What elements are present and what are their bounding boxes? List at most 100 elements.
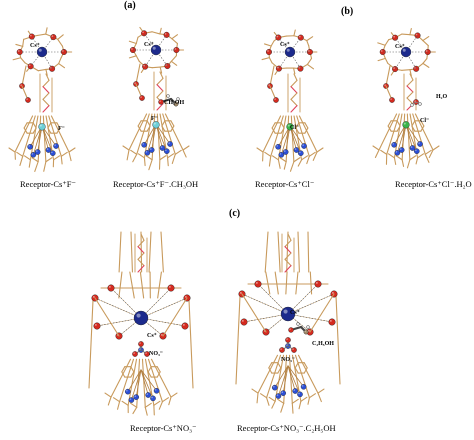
atom-highlight	[108, 285, 111, 288]
bond	[387, 125, 392, 132]
atom-highlight	[308, 50, 310, 52]
bond	[162, 297, 188, 337]
bond	[268, 362, 273, 369]
bond	[422, 40, 429, 47]
bond	[291, 398, 299, 404]
bond	[135, 36, 139, 45]
bond	[151, 66, 161, 69]
bond	[260, 393, 268, 399]
bond	[235, 295, 241, 385]
atom-highlight	[286, 338, 288, 340]
nitrogen-atom	[275, 143, 281, 150]
bond	[277, 362, 282, 369]
caption-s4: Receptor-Cs⁺Cl⁻.H₂O	[395, 179, 472, 189]
oxygen-atom	[297, 65, 304, 72]
atom-highlight	[146, 393, 149, 395]
bond	[409, 69, 412, 77]
atom-highlight	[168, 142, 170, 144]
bond	[57, 38, 63, 47]
bond	[118, 271, 123, 299]
bond	[289, 125, 302, 154]
atom-highlight	[26, 98, 28, 100]
bond	[140, 233, 145, 241]
bond	[406, 97, 414, 105]
bond	[411, 125, 416, 132]
bond	[297, 159, 303, 167]
bond	[28, 159, 31, 168]
atom-highlight	[399, 148, 402, 150]
nitrogen-atom	[297, 391, 303, 398]
bond	[256, 147, 264, 153]
atom-highlight	[153, 122, 156, 125]
nitrogen-atom	[163, 148, 170, 154]
atom-highlight	[287, 124, 290, 127]
bond	[182, 149, 187, 158]
bond	[22, 115, 36, 157]
atom-highlight	[283, 309, 288, 314]
hydrogen-atom	[306, 325, 310, 329]
atom-highlight	[177, 98, 178, 99]
nitrogen-atom	[150, 395, 156, 402]
cesium-atom	[133, 310, 149, 326]
bond	[126, 149, 130, 161]
caption-s6: Receptor-Cs⁺NO₃⁻.C₂H₅OH	[237, 423, 336, 433]
bond	[271, 400, 276, 409]
bond	[68, 151, 72, 162]
bond	[34, 161, 39, 173]
hydrogen-atom	[166, 94, 170, 98]
atom-highlight	[159, 100, 161, 102]
structure-cs-no3-c2h5oh	[235, 231, 341, 414]
bond	[285, 125, 291, 153]
bond	[45, 73, 50, 81]
atom-highlight	[297, 323, 298, 324]
oxygen-atom	[392, 66, 399, 73]
oxygen-atom	[181, 322, 189, 330]
bond	[170, 120, 175, 127]
oxygen-atom	[275, 65, 282, 72]
atom-highlight	[403, 122, 406, 125]
bond	[374, 149, 380, 159]
bond	[295, 127, 300, 134]
bond	[428, 149, 434, 159]
nitrogen-atom	[144, 149, 151, 156]
bond	[386, 113, 400, 155]
bond	[297, 354, 319, 394]
bond	[401, 69, 411, 71]
nitrogen-atom	[133, 394, 139, 400]
interaction-line	[140, 317, 186, 327]
bond	[37, 125, 43, 153]
bond	[372, 145, 380, 151]
bond	[68, 147, 76, 153]
nitrogen-atom	[128, 397, 135, 403]
bond	[37, 68, 47, 72]
bond	[182, 145, 190, 151]
bond	[164, 113, 184, 151]
atom-highlight	[239, 291, 242, 294]
bond	[294, 367, 299, 374]
atom-highlight	[390, 98, 392, 100]
bond	[159, 155, 167, 161]
bond	[129, 271, 135, 299]
atom-highlight	[395, 151, 398, 153]
label-c2h5oh-s6: C₂H₅OH	[312, 341, 334, 347]
interaction-line	[140, 297, 188, 319]
bond	[130, 366, 135, 373]
bond	[264, 151, 272, 157]
bond	[130, 371, 135, 378]
atom-highlight	[184, 295, 187, 298]
bond	[146, 120, 151, 127]
bond	[266, 354, 282, 399]
bond	[384, 39, 390, 46]
bond	[118, 231, 122, 273]
atom-highlight	[142, 31, 144, 34]
bond	[127, 358, 138, 406]
bond	[122, 145, 130, 151]
bond	[128, 55, 137, 59]
bond	[147, 366, 152, 373]
bond	[151, 123, 157, 151]
bond	[286, 231, 289, 273]
label-cl-s4: Cl⁻	[420, 118, 429, 124]
bond	[47, 122, 52, 129]
bond	[271, 122, 276, 129]
bond	[156, 371, 161, 378]
